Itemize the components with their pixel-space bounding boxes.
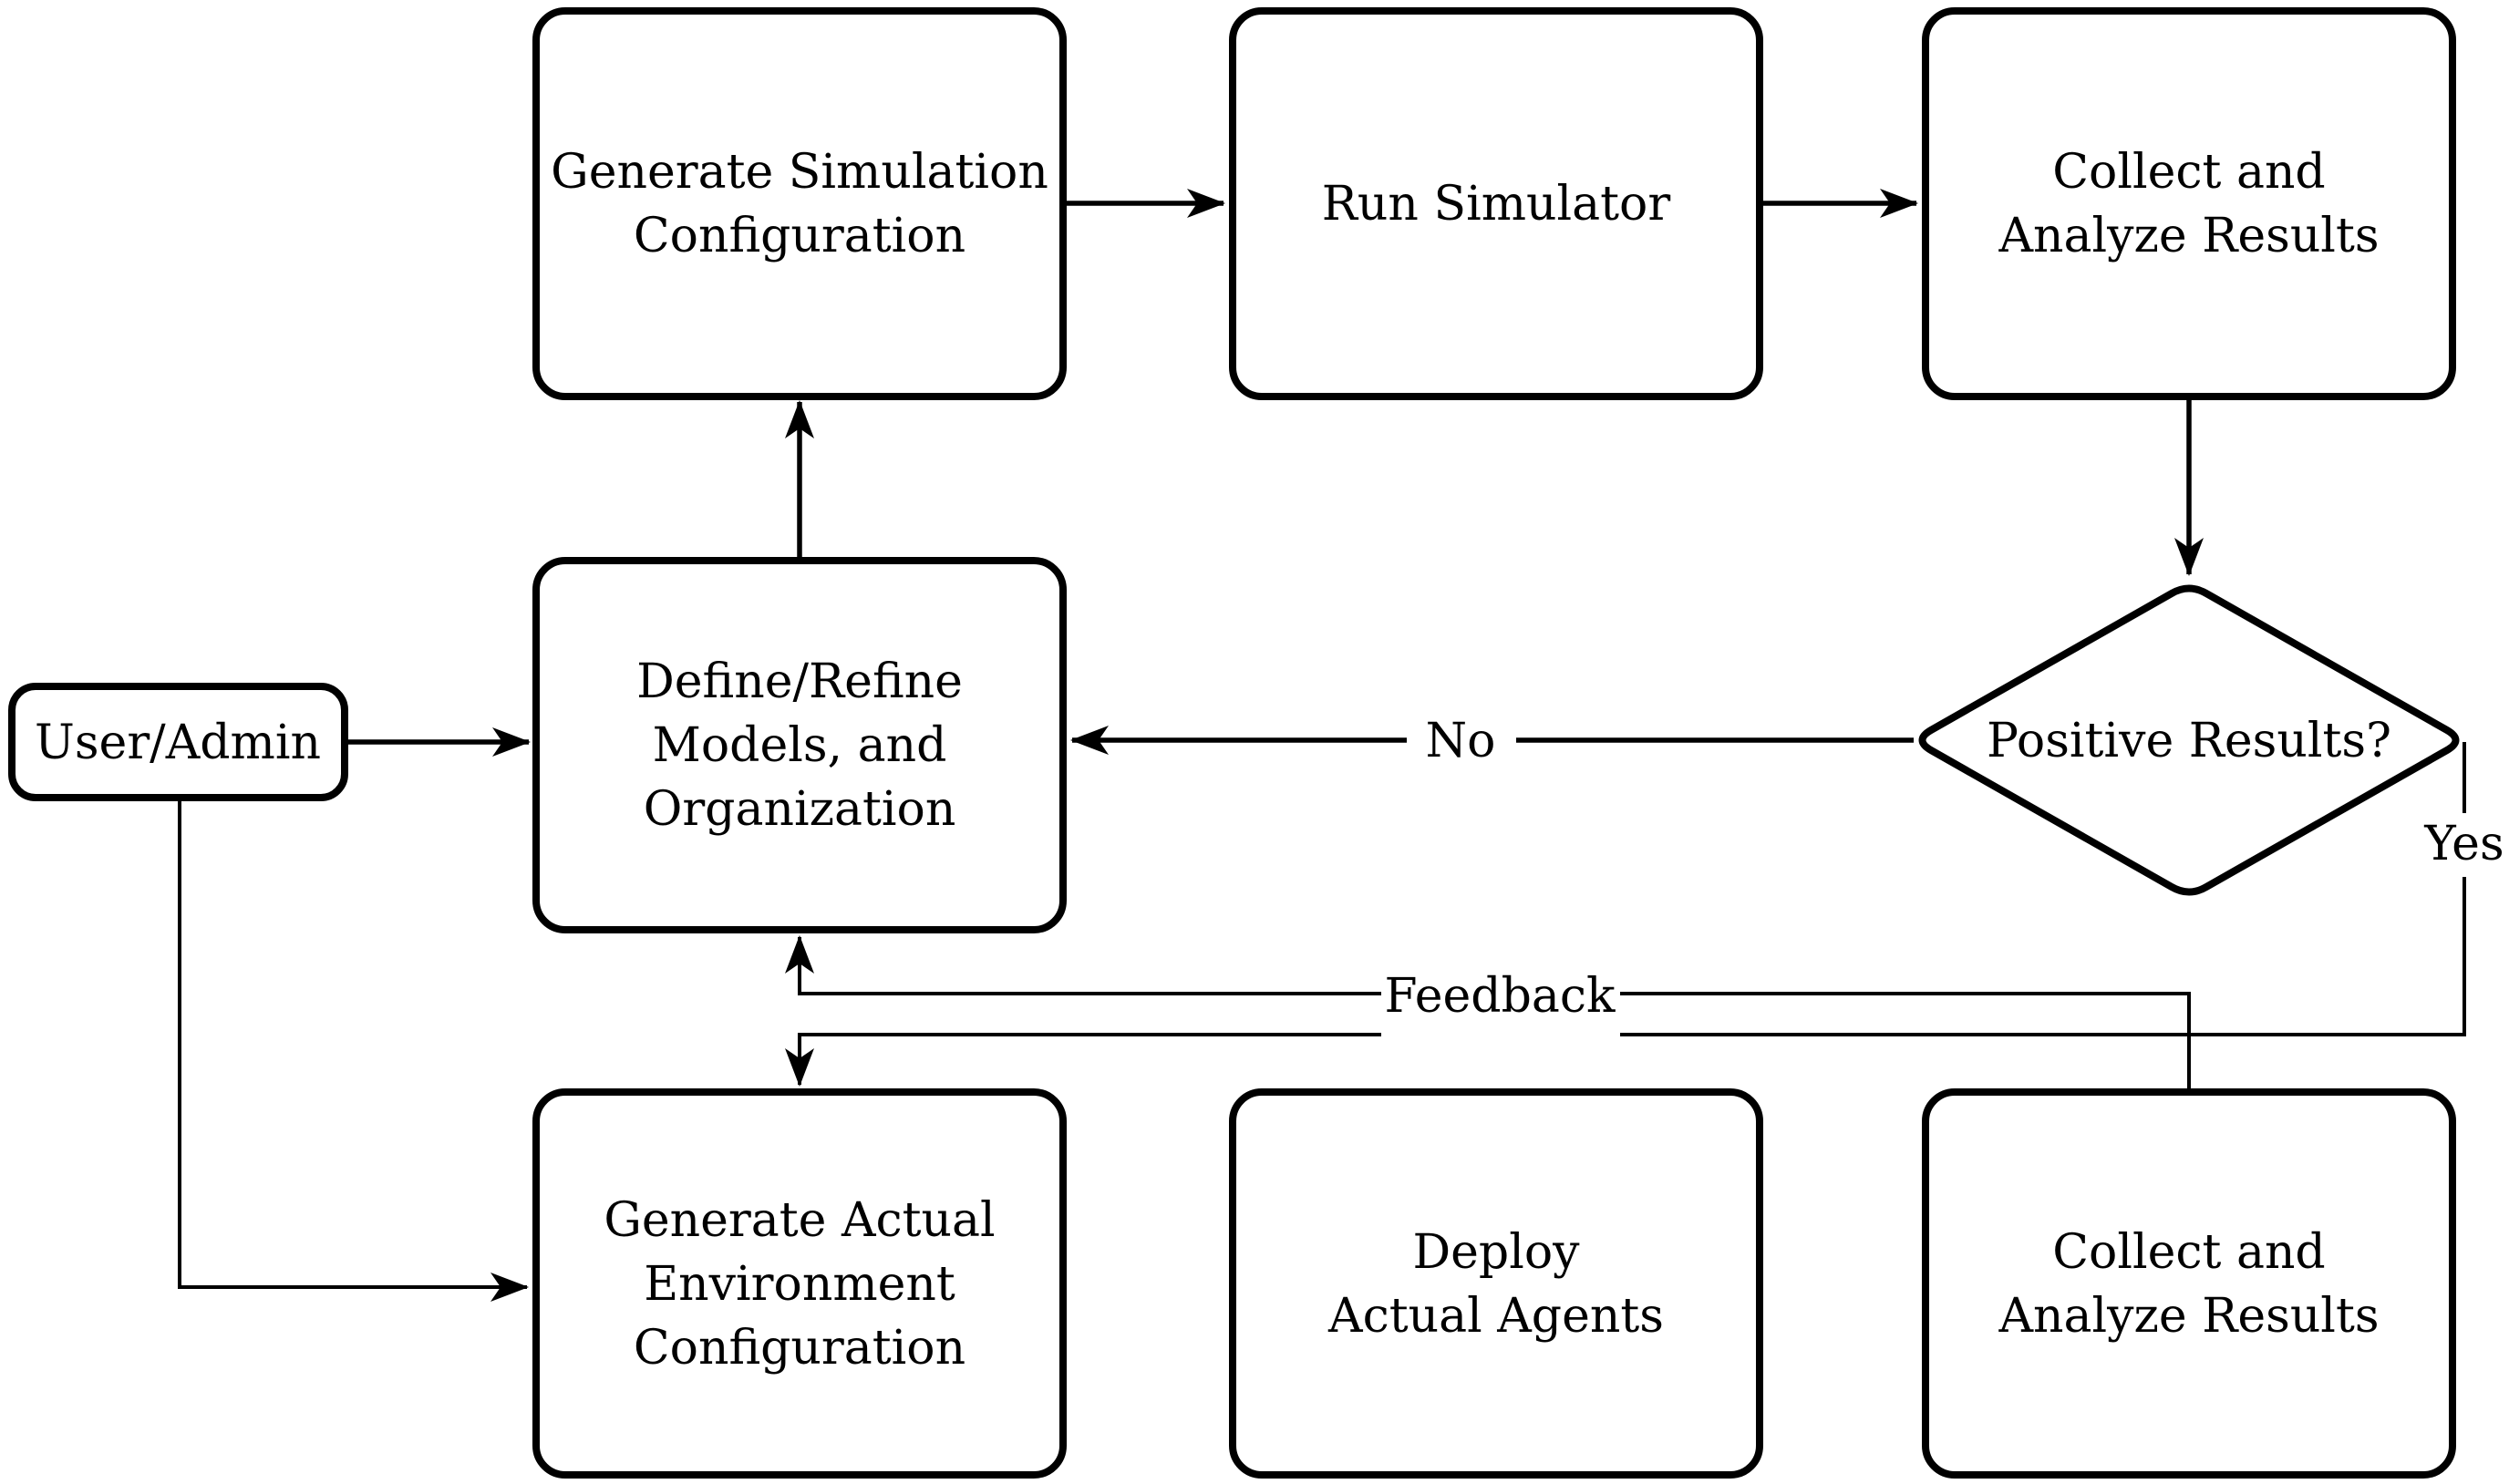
node-label-line: Positive Results? <box>1987 714 2391 768</box>
node-label-line: Analyze Results <box>1998 1289 2379 1344</box>
node-collect-analyze-results-simulation: Collect and Analyze Results <box>1922 7 2456 400</box>
node-define-refine-models-organization: Define/Refine Models, and Organization <box>532 557 1067 933</box>
feedback-label: Feedback <box>1385 969 1616 1024</box>
generate-simulation-configuration-box <box>532 7 1067 400</box>
node-label-line: User/Admin <box>35 716 321 770</box>
node-label-line: Collect and <box>2052 145 2325 200</box>
node-label-line: Organization <box>644 782 956 837</box>
node-positive-results-decision: Positive Results? <box>1918 584 2460 896</box>
node-label-line: Collect and <box>2052 1225 2325 1280</box>
edge-labels: No Feedback Yes <box>1381 707 2509 1041</box>
feedback-label-background <box>1381 963 1620 1041</box>
node-label-line: Deploy <box>1412 1225 1580 1280</box>
edges <box>178 189 2466 1302</box>
edge-user-admin-to-generate-actual <box>178 798 529 1302</box>
deploy-actual-agents-box <box>1229 1088 1763 1479</box>
node-run-simulator: Run Simulator <box>1229 7 1763 400</box>
node-generate-simulation-configuration: Generate Simulation Configuration <box>532 7 1067 400</box>
yes-label-background <box>2416 813 2509 877</box>
user-admin-box <box>8 683 348 801</box>
run-simulator-box <box>1229 7 1763 400</box>
node-label-line: Configuration <box>634 209 965 263</box>
node-deploy-actual-agents: Deploy Actual Agents <box>1229 1088 1763 1479</box>
no-label: No <box>1426 714 1496 768</box>
node-generate-actual-environment-configuration: Generate Actual Environment Configuratio… <box>532 1088 1067 1479</box>
node-label-line: Configuration <box>634 1321 965 1376</box>
node-label-line: Analyze Results <box>1998 209 2379 263</box>
node-label-line: Environment <box>644 1257 955 1312</box>
generate-actual-environment-configuration-box <box>532 1088 1067 1479</box>
collect-analyze-results-actual-box <box>1922 1088 2456 1479</box>
node-collect-analyze-results-actual: Collect and Analyze Results <box>1922 1088 2456 1479</box>
node-label-line: Generate Simulation <box>551 145 1048 200</box>
collect-analyze-results-simulation-box <box>1922 7 2456 400</box>
no-label-background <box>1407 707 1516 773</box>
node-label-line: Models, and <box>653 718 947 773</box>
node-label-line: Run Simulator <box>1322 177 1671 232</box>
positive-results-diamond <box>1918 584 2460 896</box>
yes-label: Yes <box>2423 817 2504 871</box>
define-refine-models-organization-box <box>532 557 1067 933</box>
node-label-line: Define/Refine <box>636 654 963 709</box>
node-label-line: Actual Agents <box>1327 1289 1664 1344</box>
node-label-line: Generate Actual <box>604 1193 995 1248</box>
node-user-admin: User/Admin <box>8 683 348 801</box>
edge-decision-yes-to-generate-actual <box>785 742 2466 1087</box>
